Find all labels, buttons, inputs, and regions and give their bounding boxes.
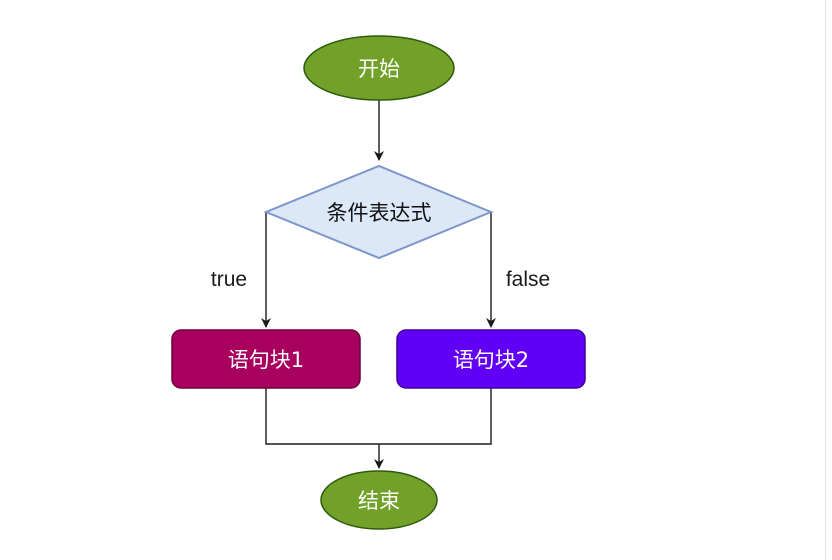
start-ellipse: [303, 35, 455, 101]
block1-label: 语句块1: [228, 348, 304, 372]
edge-block2-to-end: [379, 388, 492, 445]
node-start: 开始: [303, 35, 455, 101]
start-label: 开始: [358, 57, 400, 81]
block2-rect: [396, 329, 586, 389]
condition-diamond: [263, 164, 494, 260]
edge-label-true: true: [211, 268, 247, 291]
node-end: 结束: [320, 470, 438, 530]
edge-block1-to-end: [265, 388, 379, 445]
page-edge-divider: [825, 0, 826, 560]
node-condition: 条件表达式: [263, 164, 494, 260]
node-block1: 语句块1: [171, 329, 361, 389]
condition-label: 条件表达式: [327, 201, 432, 225]
block2-label: 语句块2: [453, 348, 529, 372]
node-block2: 语句块2: [396, 329, 586, 389]
edges: [261, 100, 496, 469]
end-label: 结束: [358, 489, 400, 513]
end-ellipse: [320, 470, 438, 530]
block1-rect: [171, 329, 361, 389]
edge-label-false: false: [506, 268, 550, 291]
